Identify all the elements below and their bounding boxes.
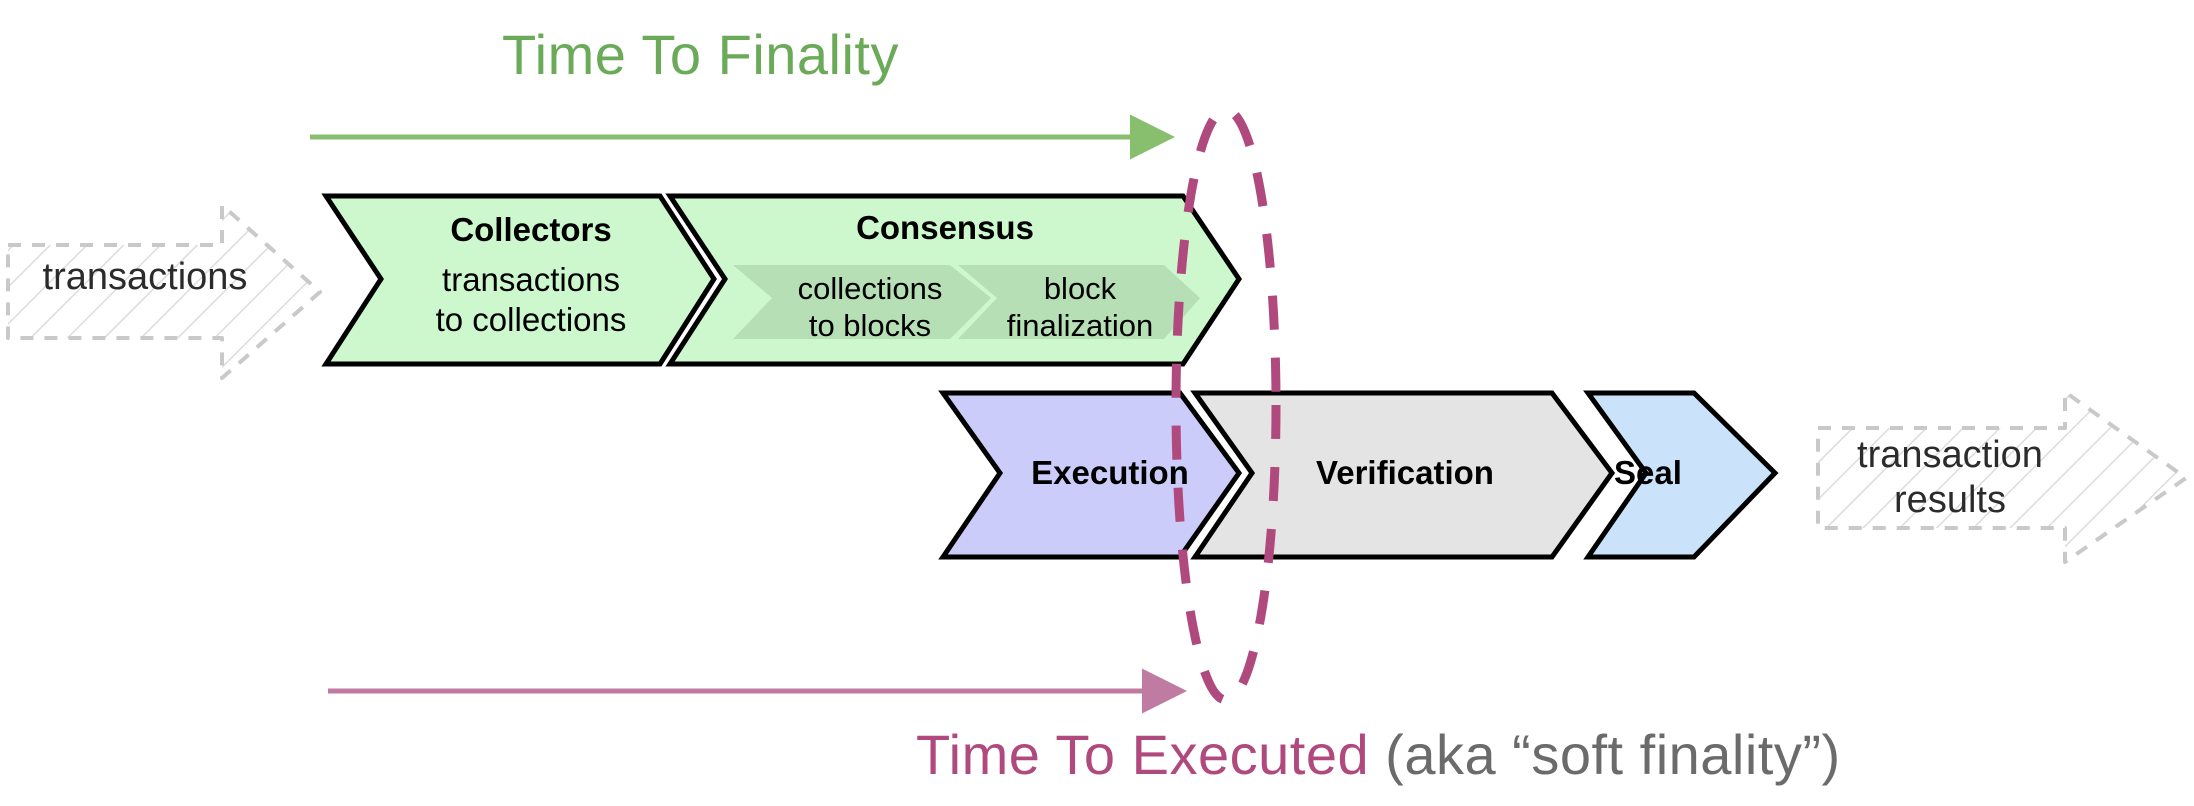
input-transactions-shape — [6, 203, 322, 380]
input-transactions-label: transactions — [42, 256, 248, 298]
stage-collectors-shape[interactable] — [321, 193, 717, 367]
stage-seal-shape[interactable] — [1583, 390, 1779, 560]
stage-consensus-title: Consensus — [856, 209, 1034, 246]
stage-collectors-title: Collectors — [450, 211, 612, 248]
consensus-inner-collections-to-blocks-label: collections to blocks — [797, 271, 943, 344]
time-to-executed-title-main: Time To Executed — [916, 723, 1370, 786]
time-to-executed-title: Time To Executed (aka “soft finality”) — [916, 722, 1841, 787]
finality-boundary-ellipse — [1171, 105, 1281, 705]
time-to-finality-title: Time To Finality — [502, 23, 899, 86]
consensus-inner-collections-to-blocks-shape — [733, 265, 991, 339]
stage-execution-title: Execution — [1031, 454, 1189, 491]
time-to-executed-title-sub: (aka “soft finality”) — [1385, 723, 1841, 786]
stage-seal-title: Seal — [1614, 454, 1682, 491]
consensus-inner-block-finalization-label: block finalization — [1006, 271, 1154, 344]
output-transaction-results-label: transaction results — [1857, 434, 2043, 521]
stage-verification-shape[interactable] — [1190, 390, 1616, 560]
output-transaction-results-shape — [1816, 390, 2188, 564]
stage-verification-title: Verification — [1316, 454, 1494, 491]
consensus-inner-block-finalization-shape — [958, 265, 1200, 339]
stage-collectors-subtitle: transactions to collections — [435, 261, 627, 338]
